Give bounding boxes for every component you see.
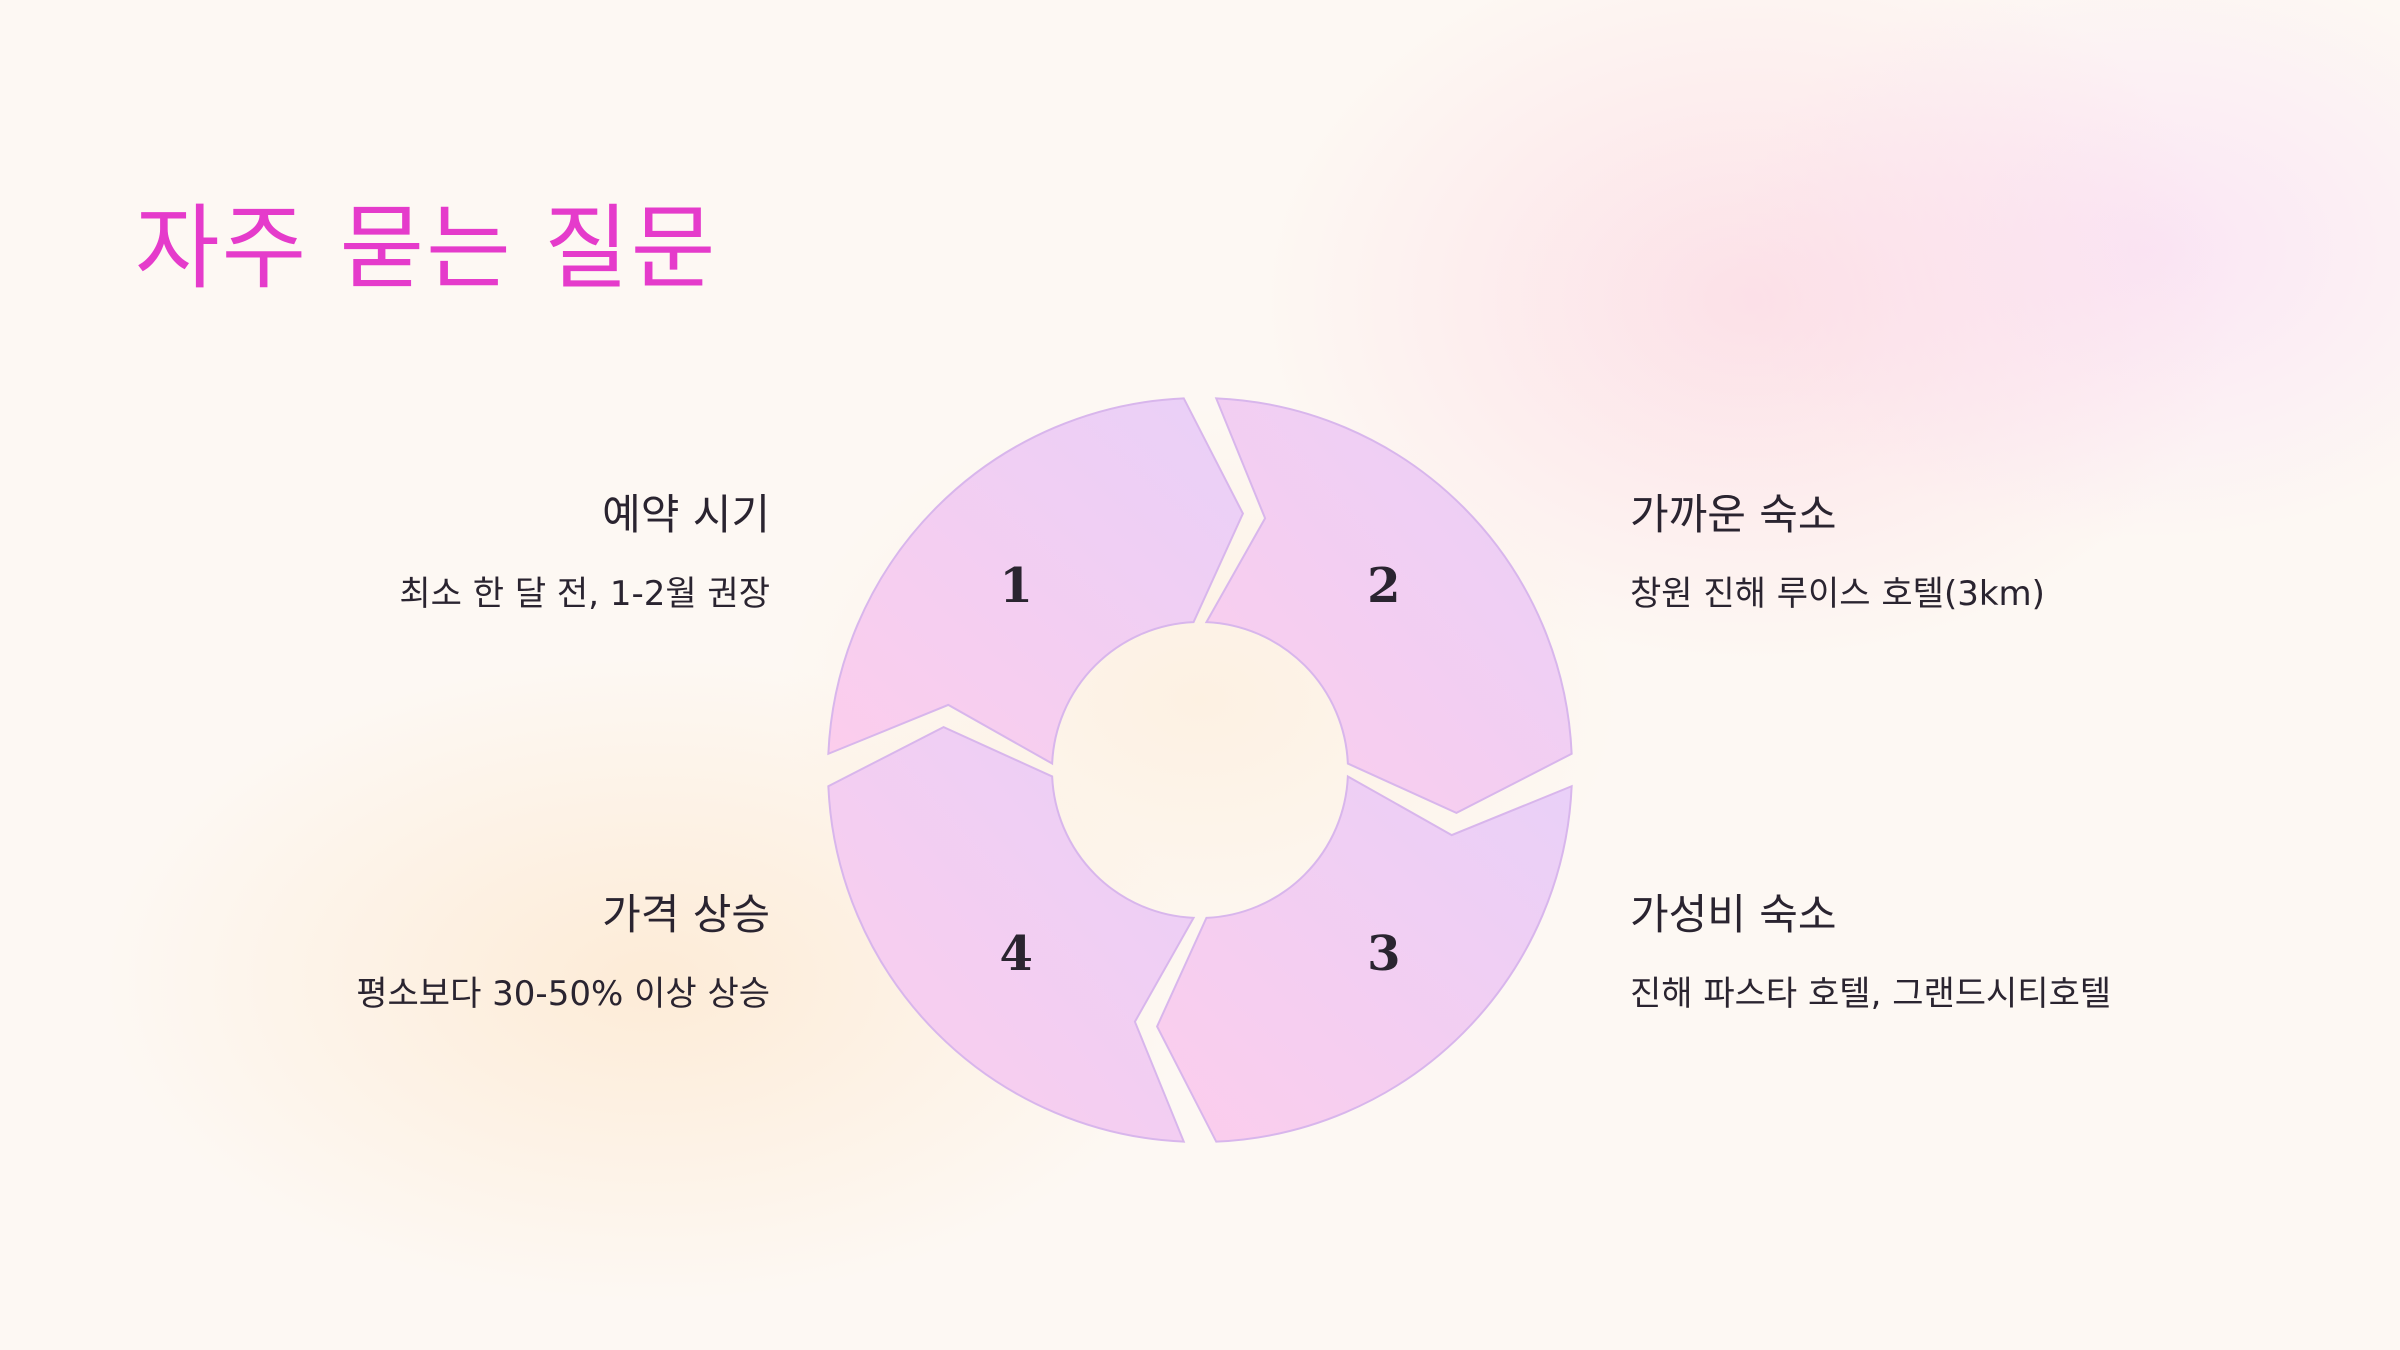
- faq-item-description: 최소 한 달 전, 1-2월 권장: [399, 574, 770, 615]
- faq-item-title: 예약 시기: [602, 490, 770, 539]
- faq-item-description: 창원 진해 루이스 호텔(3km): [1630, 574, 2045, 615]
- faq-item-title: 가성비 숙소: [1630, 890, 1837, 939]
- cycle-segment-2: [1204, 397, 1573, 815]
- faq-item-title: 가격 상승: [602, 890, 770, 939]
- cycle-segment-number-2: 2: [1367, 558, 1400, 614]
- cycle-segment-3: [1155, 774, 1573, 1143]
- faq-item-description: 진해 파스타 호텔, 그랜드시티호텔: [1630, 974, 2112, 1015]
- faq-item-budget-lodging: 가성비 숙소 진해 파스타 호텔, 그랜드시티호텔: [1630, 890, 2250, 1015]
- faq-item-booking-timing: 예약 시기 최소 한 달 전, 1-2월 권장: [150, 490, 770, 615]
- page-title: 자주 묻는 질문: [135, 195, 718, 302]
- faq-item-description: 평소보다 30-50% 이상 상승: [356, 974, 770, 1015]
- faq-item-nearby-lodging: 가까운 숙소 창원 진해 루이스 호텔(3km): [1630, 490, 2250, 615]
- cycle-segment-number-3: 3: [1367, 926, 1400, 982]
- faq-item-price-increase: 가격 상승 평소보다 30-50% 이상 상승: [150, 890, 770, 1015]
- faq-item-title: 가까운 숙소: [1630, 490, 1837, 539]
- cycle-segment-1: [827, 397, 1245, 766]
- cycle-segment-number-1: 1: [999, 558, 1032, 614]
- cycle-segment-4: [827, 725, 1196, 1143]
- cycle-segment-number-4: 4: [999, 926, 1032, 982]
- cycle-diagram: 1 2 3 4: [827, 397, 1573, 1143]
